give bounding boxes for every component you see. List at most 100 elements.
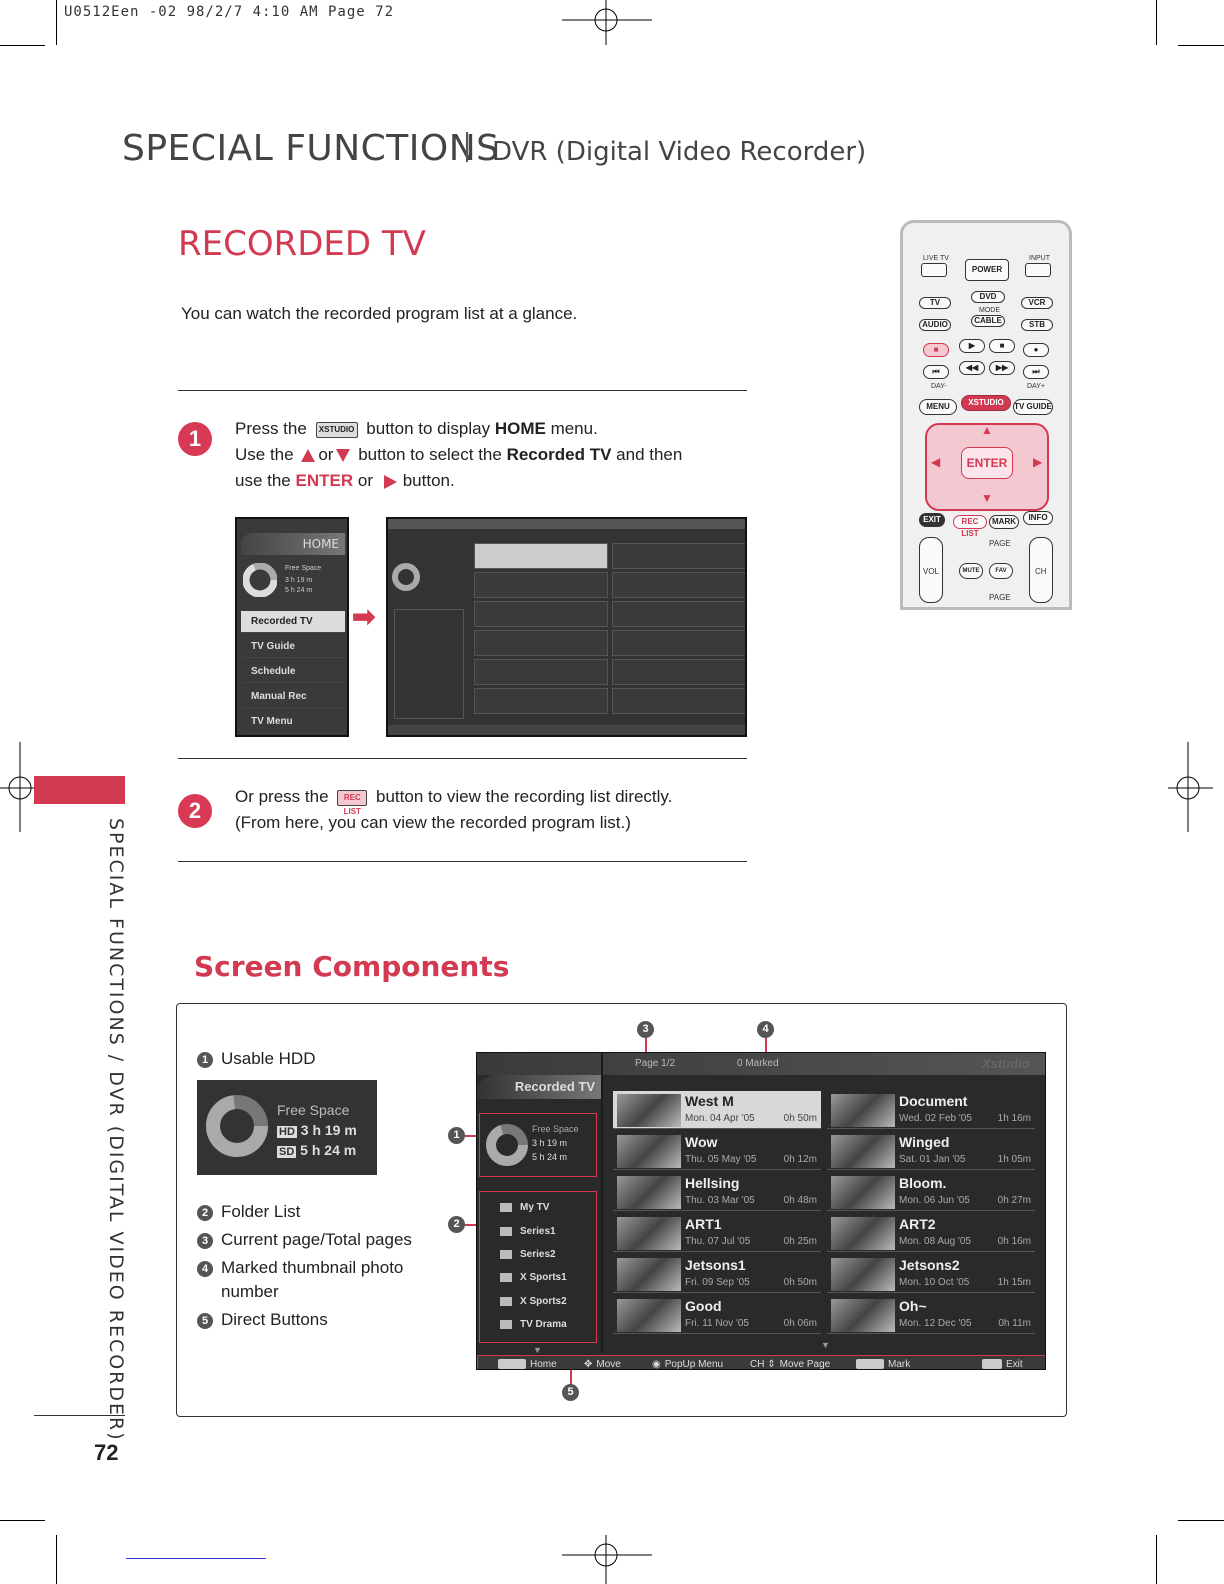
program-thumbnail bbox=[617, 1176, 681, 1209]
remote-down-button[interactable]: ▼ bbox=[981, 491, 993, 505]
program-name: Hellsing bbox=[685, 1175, 740, 1191]
remote-record-button[interactable]: ■ bbox=[923, 343, 949, 357]
program-thumbnail bbox=[617, 1217, 681, 1250]
footer-move[interactable]: ✥Move bbox=[584, 1359, 621, 1370]
folder-item[interactable]: My TV bbox=[500, 1202, 549, 1213]
home-item-recorded-tv[interactable]: Recorded TV bbox=[241, 611, 345, 633]
remote-skip-back-button[interactable]: ⏮ bbox=[923, 365, 949, 379]
home-item-manual-rec[interactable]: Manual Rec bbox=[241, 686, 345, 708]
home-item-tv-menu[interactable]: TV Menu bbox=[241, 711, 345, 733]
remote-input-button[interactable] bbox=[1025, 263, 1051, 277]
screen-components-box bbox=[176, 1003, 1067, 1417]
remote-tv-guide-button[interactable]: TV GUIDE bbox=[1013, 399, 1053, 415]
remote-info-button[interactable]: INFO bbox=[1023, 511, 1053, 525]
remote-vcr-button[interactable]: VCR bbox=[1021, 297, 1053, 309]
remote-exit-button[interactable]: EXIT bbox=[919, 513, 945, 527]
registration-mark bbox=[562, 0, 652, 45]
program-name: ART2 bbox=[899, 1216, 936, 1232]
footer-mark[interactable]: Mark bbox=[856, 1359, 910, 1369]
remote-stop-button[interactable]: ■ bbox=[989, 339, 1015, 353]
remote-cable-button[interactable]: CABLE bbox=[971, 315, 1005, 327]
usable-hdd-region: Free Space 3 h 19 m 5 h 24 m bbox=[479, 1113, 597, 1177]
sidebar-section-text: SPECIAL FUNCTIONS / DVR (DIGITAL VIDEO R… bbox=[105, 818, 127, 1442]
remote-up-button[interactable]: ▲ bbox=[981, 423, 993, 437]
remote-ch-rocker[interactable] bbox=[1029, 537, 1053, 603]
crop-mark bbox=[56, 0, 57, 45]
footer-exit[interactable]: Exit bbox=[982, 1359, 1023, 1369]
remote-mute-button[interactable]: MUTE bbox=[959, 563, 983, 579]
remote-forward-button[interactable]: ▶▶ bbox=[989, 361, 1015, 375]
crop-mark bbox=[1178, 1520, 1224, 1521]
remote-fav-button[interactable]: FAV bbox=[989, 563, 1013, 579]
program-date: Thu. 07 Jul '05 bbox=[685, 1236, 751, 1247]
callout-line bbox=[570, 1370, 572, 1384]
screen-components-title: Screen Components bbox=[194, 950, 510, 983]
folder-item[interactable]: Series2 bbox=[500, 1249, 556, 1260]
xstudio-button-icon: XSTUDIO bbox=[315, 421, 358, 438]
remote-xstudio-button[interactable]: XSTUDIO bbox=[961, 395, 1011, 411]
program-thumbnail bbox=[831, 1094, 895, 1127]
remote-vol-rocker[interactable] bbox=[919, 537, 943, 603]
remote-tv-button[interactable]: TV bbox=[919, 297, 951, 309]
page-indicator: Page 1/2 bbox=[635, 1058, 676, 1069]
subsection-heading: DVR (Digital Video Recorder) bbox=[492, 137, 867, 167]
remote-right-button[interactable]: ▶ bbox=[1033, 455, 1043, 469]
folder-item[interactable]: TV Drama bbox=[500, 1319, 567, 1330]
program-duration: 0h 50m bbox=[783, 1113, 817, 1124]
page-title: RECORDED TV bbox=[178, 224, 426, 264]
callout-5: 5 bbox=[562, 1384, 579, 1401]
home-item-schedule[interactable]: Schedule bbox=[241, 661, 345, 683]
remote-audio-button[interactable]: AUDIO bbox=[919, 319, 951, 331]
free-space-label: Free Space bbox=[532, 1124, 579, 1134]
hdd-hd-row: HD 3 h 19 m bbox=[277, 1122, 357, 1138]
callout-line bbox=[465, 1224, 479, 1226]
remote-power-button[interactable]: POWER bbox=[965, 259, 1009, 281]
remote-left-button[interactable]: ◀ bbox=[931, 455, 941, 469]
grid-scroll-down-icon[interactable]: ▼ bbox=[821, 1340, 830, 1350]
print-header: U0512Een -02 98/2/7 4:10 AM Page 72 bbox=[64, 4, 395, 20]
direct-buttons-bar: Home ✥Move ◉PopUp Menu CH ⇕Move Page Mar… bbox=[477, 1355, 1045, 1370]
remote-live-tv-button[interactable] bbox=[921, 263, 947, 277]
remote-mark-button[interactable]: MARK bbox=[989, 515, 1019, 529]
remote-dvd-button[interactable]: DVD bbox=[971, 291, 1005, 303]
page-number: 72 bbox=[94, 1440, 119, 1465]
right-arrow-icon bbox=[383, 474, 397, 489]
remote-play-button[interactable]: ▶ bbox=[959, 339, 985, 353]
program-date: Mon. 08 Aug '05 bbox=[899, 1236, 971, 1247]
remote-enter-button[interactable]: ENTER bbox=[961, 447, 1013, 479]
folder-item[interactable]: X Sports2 bbox=[500, 1296, 567, 1307]
home-item-tv-guide[interactable]: TV Guide bbox=[241, 636, 345, 658]
folder-item[interactable]: Series1 bbox=[500, 1226, 556, 1237]
remote-rewind-button[interactable]: ◀◀ bbox=[959, 361, 985, 375]
program-date: Fri. 11 Nov '05 bbox=[685, 1318, 749, 1329]
remote-stb-button[interactable]: STB bbox=[1021, 319, 1053, 331]
folder-scroll-down-icon[interactable]: ▼ bbox=[533, 1345, 542, 1355]
program-duration: 0h 06m bbox=[783, 1318, 817, 1329]
footer-popup-menu[interactable]: ◉PopUp Menu bbox=[652, 1359, 724, 1370]
remote-skip-forward-button[interactable]: ⏭ bbox=[1023, 365, 1049, 379]
footer-move-page[interactable]: CH ⇕Move Page bbox=[750, 1359, 831, 1370]
folder-item[interactable]: X Sports1 bbox=[500, 1272, 567, 1283]
program-name: Bloom. bbox=[899, 1175, 947, 1191]
small-folder-list bbox=[394, 609, 464, 719]
hdd-free-space-label: Free Space bbox=[277, 1102, 350, 1118]
remote-pause-button[interactable]: ● bbox=[1023, 343, 1049, 357]
remote-menu-button[interactable]: MENU bbox=[919, 399, 957, 415]
footer-home[interactable]: Home bbox=[498, 1359, 557, 1369]
remote-rec-list-button[interactable]: REC LIST bbox=[953, 515, 987, 538]
program-date: Thu. 05 May '05 bbox=[685, 1154, 757, 1165]
